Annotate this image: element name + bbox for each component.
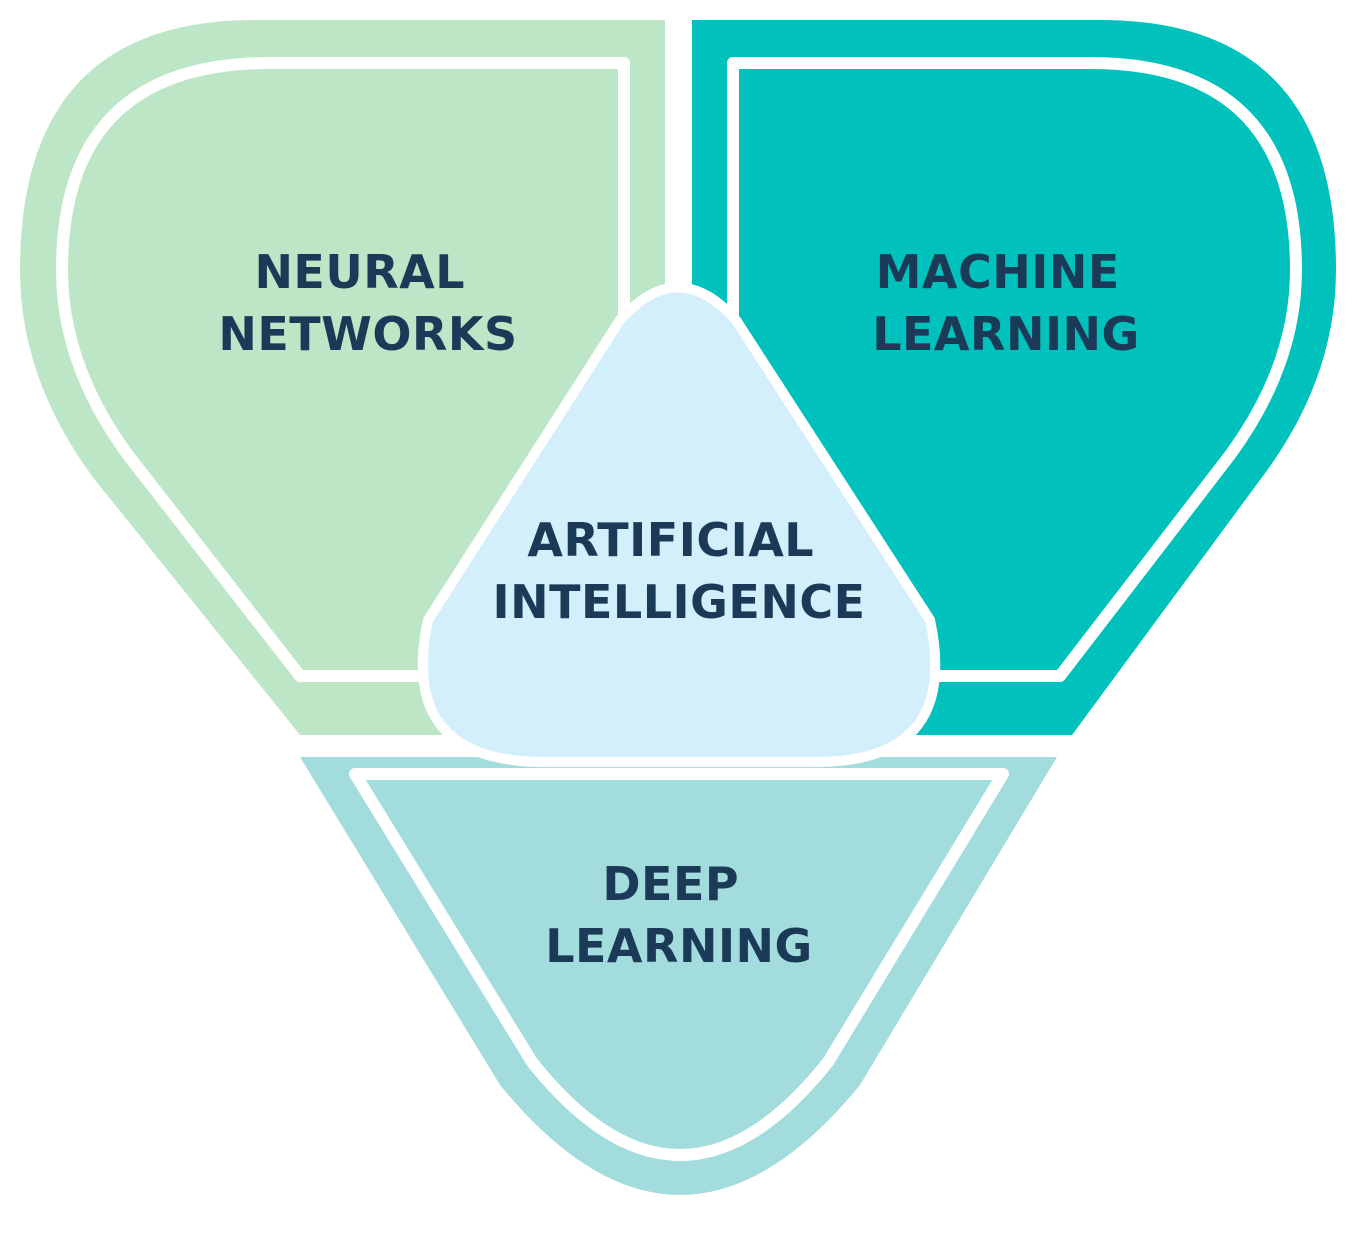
artificial-intelligence-line-1: ARTIFICIAL	[527, 513, 814, 567]
deep-learning-inner-outline	[349, 768, 1009, 1161]
artificial-intelligence-segment: ARTIFICIAL INTELLIGENCE	[417, 282, 941, 767]
deep-learning-line-1: DEEP	[602, 857, 739, 911]
neural-networks-inner-outline	[56, 57, 630, 682]
artificial-intelligence-shape	[417, 282, 941, 767]
neural-networks-line-2: NETWORKS	[218, 307, 517, 361]
machine-learning-inner-outline	[727, 57, 1302, 682]
deep-learning-line-2: LEARNING	[545, 919, 813, 973]
artificial-intelligence-label: ARTIFICIAL INTELLIGENCE	[492, 513, 865, 629]
deep-learning-segment: DEEP LEARNING	[300, 757, 1057, 1195]
deep-learning-shape	[300, 757, 1057, 1195]
machine-learning-label: MACHINE LEARNING	[872, 245, 1140, 361]
neural-networks-label: NEURAL NETWORKS	[218, 245, 517, 361]
artificial-intelligence-line-2: INTELLIGENCE	[492, 575, 865, 629]
machine-learning-line-2: LEARNING	[872, 307, 1140, 361]
neural-networks-line-1: NEURAL	[254, 245, 465, 299]
machine-learning-line-1: MACHINE	[876, 245, 1120, 299]
deep-learning-label: DEEP LEARNING	[545, 857, 813, 973]
